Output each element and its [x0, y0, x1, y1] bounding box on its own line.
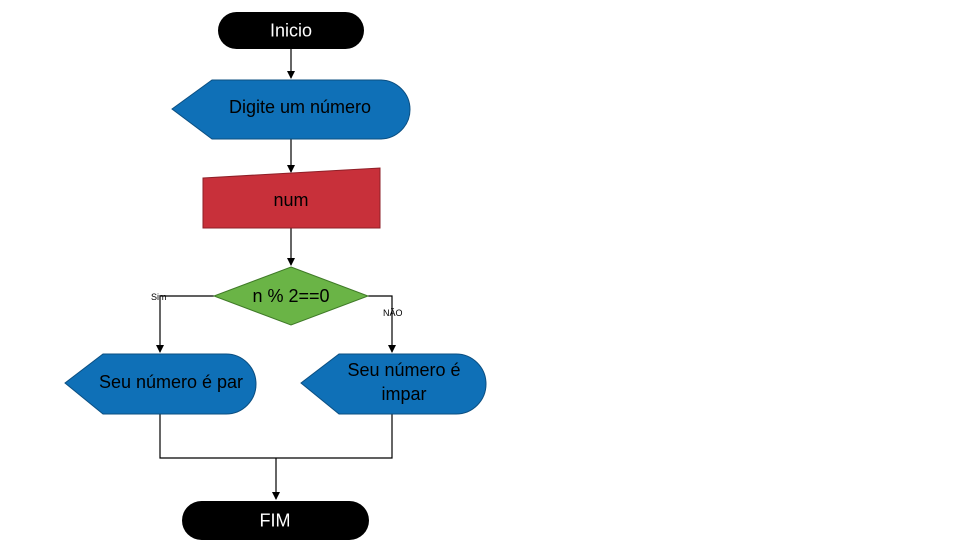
node-decision-label: n % 2==0	[252, 286, 329, 306]
node-end[interactable]: FIM	[182, 501, 369, 540]
node-start[interactable]: Inicio	[218, 12, 364, 49]
node-start-label: Inicio	[270, 21, 312, 41]
node-odd-label-line1: Seu número é	[347, 360, 460, 380]
node-end-label: FIM	[260, 511, 291, 531]
decision-shape	[212, 266, 370, 326]
node-odd[interactable]: Seu número é impar	[300, 353, 487, 415]
edge-label-no: NÃO	[383, 308, 403, 318]
edge-decision-to-odd	[368, 295, 396, 353]
node-prompt-label: Digite um número	[229, 97, 371, 117]
edge-decision-to-even	[156, 295, 214, 353]
edge-label-yes: Sim	[151, 292, 167, 302]
node-odd-label-line2: impar	[381, 384, 426, 404]
edge-odd-to-merge	[276, 414, 393, 459]
edge-even-to-merge	[159, 414, 276, 459]
display-shape	[64, 353, 257, 415]
node-decision[interactable]: n % 2==0	[212, 266, 370, 326]
node-prompt[interactable]: Digite um número	[171, 79, 411, 140]
node-even[interactable]: Seu número é par	[64, 353, 257, 415]
display-shape	[300, 353, 487, 415]
display-shape	[171, 79, 411, 140]
node-even-label: Seu número é par	[99, 372, 243, 392]
node-input-label: num	[273, 190, 308, 210]
manual-input-shape	[202, 167, 381, 229]
node-input[interactable]: num	[202, 167, 381, 229]
terminator-shape	[218, 12, 364, 49]
terminator-shape	[182, 501, 369, 540]
edges	[156, 49, 396, 500]
